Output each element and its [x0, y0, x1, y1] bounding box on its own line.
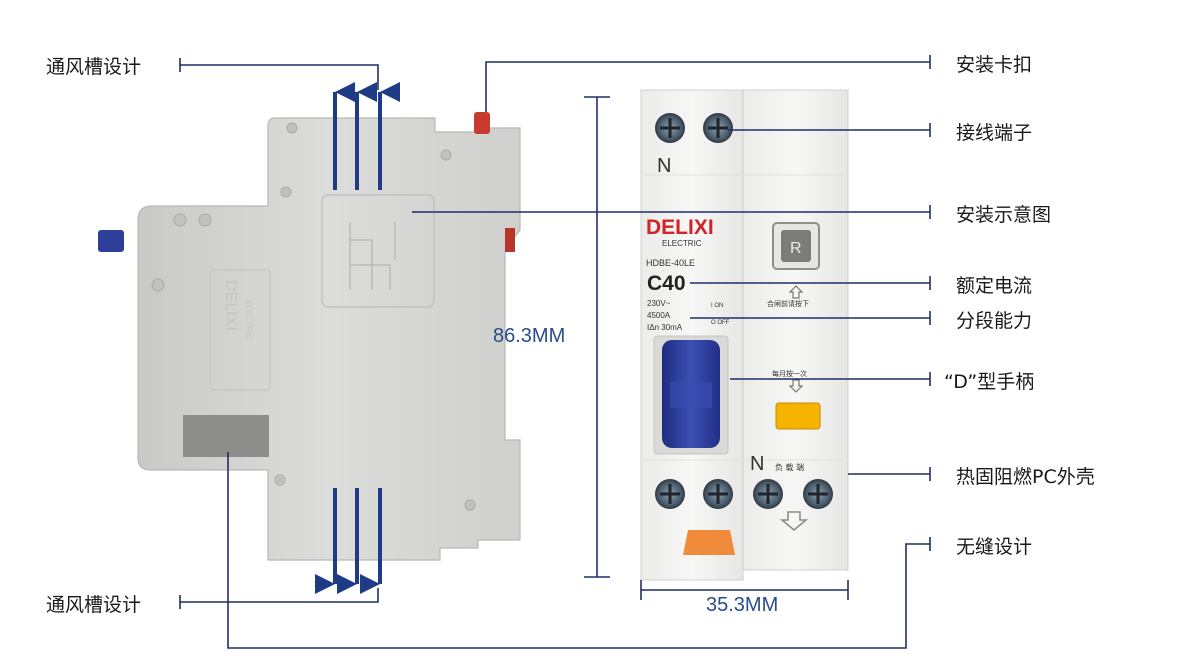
spec-capacity: 4500A — [647, 311, 671, 320]
test-button[interactable] — [775, 402, 821, 430]
brand-logo: DELIXI — [646, 216, 714, 239]
spec-residual: IΔn 30mA — [647, 323, 683, 332]
dimension-width: 35.3MM — [706, 594, 779, 616]
back-logo-sub: ELECTRIC — [244, 300, 253, 340]
off-label: O OFF — [711, 320, 730, 326]
width-dimension — [640, 580, 849, 600]
back-hole — [274, 474, 286, 486]
front-view — [640, 89, 849, 581]
back-label-window — [183, 415, 269, 457]
back-circuit-symbol — [349, 222, 396, 290]
label-housing: 热固阻燃PC外壳 — [956, 466, 1095, 488]
label-mount-clip: 安装卡扣 — [956, 54, 1033, 76]
test-hint: 每月按一次 — [772, 369, 807, 378]
back-hole — [151, 278, 165, 292]
left-clip — [98, 230, 124, 252]
up-arrow-icon — [788, 285, 804, 299]
terminal-n-top: N — [657, 155, 671, 177]
label-seamless: 无缝设计 — [956, 536, 1033, 558]
spec-voltage: 230V~ — [647, 299, 671, 308]
height-dimension — [584, 96, 610, 578]
back-housing — [137, 117, 521, 561]
back-hole — [440, 149, 452, 161]
side-red-tab — [505, 228, 515, 252]
reset-key-label: R — [790, 240, 802, 257]
terminal-n-bottom: N — [750, 453, 764, 475]
model-number: HDBE-40LE — [646, 258, 695, 268]
airflow-arrows-bottom — [315, 488, 382, 594]
back-view — [98, 112, 521, 561]
back-hole — [198, 213, 212, 227]
label-d-handle: “D”型手柄 — [944, 371, 1035, 393]
label-vent-top: 通风槽设计 — [46, 56, 142, 78]
back-raised-panel — [321, 194, 435, 308]
back-logo-frame — [209, 269, 271, 391]
bottom-orange-tab — [683, 530, 735, 555]
back-hole — [464, 499, 476, 511]
dimension-height: 86.3MM — [493, 325, 566, 347]
top-terminal-screws — [655, 113, 733, 143]
brand-sub: ELECTRIC — [662, 239, 702, 248]
airflow-arrows-top — [333, 82, 400, 190]
label-terminal: 接线端子 — [956, 122, 1033, 144]
reset-button-face — [781, 230, 811, 262]
back-hole — [173, 213, 187, 227]
down-arrow-icon — [779, 511, 809, 531]
down-small-arrow-icon — [788, 379, 804, 393]
label-breaking-capacity: 分段能力 — [956, 310, 1033, 332]
back-hole — [286, 122, 298, 134]
label-mount-diagram: 安装示意图 — [956, 204, 1052, 226]
handle-grip — [670, 382, 712, 408]
bottom-terminal-screws — [655, 479, 833, 509]
on-label: I ON — [711, 303, 723, 309]
back-logo: DELIXI — [222, 280, 239, 331]
label-rated-current: 额定电流 — [956, 275, 1033, 297]
label-vent-bottom: 通风槽设计 — [46, 594, 142, 616]
load-label: 负 载 端 — [775, 462, 804, 472]
rating-label: C40 — [647, 272, 686, 295]
reset-hint: 合闸前请按下 — [767, 299, 809, 308]
mount-clip-tab — [474, 112, 490, 134]
leader-lines — [179, 55, 931, 649]
back-hole — [280, 186, 292, 198]
